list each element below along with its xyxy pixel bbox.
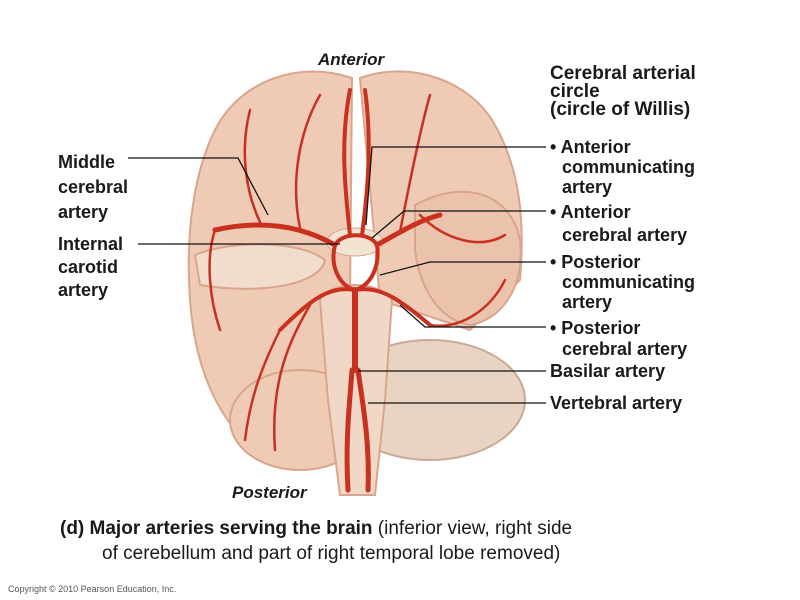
temporal-lobe-cut	[414, 190, 522, 327]
label-line: artery	[562, 292, 613, 312]
label-line: • Anterior	[550, 137, 631, 157]
label-line: cerebral artery	[562, 339, 688, 359]
label-line: cerebral artery	[562, 225, 688, 245]
label-vertebral-artery: Vertebral artery	[550, 393, 683, 413]
caption-bold: (d) Major arteries serving the brain	[60, 518, 373, 539]
caption-text: (inferior view, right side	[372, 518, 573, 539]
posterior-label: Posterior	[232, 483, 307, 502]
label-line: Middle	[58, 152, 115, 172]
middle-cerebral-artery	[212, 212, 443, 248]
label-posterior-cerebral-artery: • Posterior cerebral artery	[550, 318, 687, 360]
label-line: artery	[562, 177, 613, 197]
label-line: • Posterior	[550, 318, 641, 338]
label-line: Internal	[58, 234, 124, 254]
anterior-cerebral-artery	[342, 88, 371, 237]
label-line: artery	[58, 280, 109, 300]
label-posterior-communicating-artery: • Posterior communicating artery	[550, 252, 695, 312]
title-line: (circle of Willis)	[550, 99, 691, 120]
artery-branches	[208, 93, 507, 452]
posterior-cerebral-artery	[278, 287, 432, 332]
label-line: • Posterior	[550, 252, 641, 272]
label-line: cerebral	[58, 177, 129, 197]
left-temporal-cut	[193, 243, 327, 290]
diagram-title: Cerebral arterial circle (circle of Will…	[550, 63, 696, 120]
arteries	[208, 88, 507, 493]
label-line: communicating	[562, 272, 696, 292]
leader-lines	[128, 146, 546, 404]
anterior-label: Anterior	[318, 50, 385, 69]
vertebral-artery-left	[344, 367, 355, 493]
label-basilar-artery: Basilar artery	[550, 361, 666, 381]
label-anterior-cerebral-artery: • Anterior cerebral artery	[550, 201, 687, 247]
vertebral-artery-right	[355, 367, 371, 493]
label-middle-cerebral-artery: Middle cerebral artery	[58, 150, 128, 225]
label-line: artery	[58, 202, 109, 222]
label-anterior-communicating-artery: • Anterior communicating artery	[550, 137, 695, 197]
circle-of-willis	[331, 233, 380, 293]
label-line: communicating	[562, 157, 696, 177]
copyright: Copyright © 2010 Pearson Education, Inc.	[8, 584, 177, 594]
label-internal-carotid-artery: Internal carotid artery	[58, 233, 123, 302]
caption-line-2: of cerebellum and part of right temporal…	[102, 543, 561, 564]
label-line: carotid	[58, 257, 119, 277]
title-line: circle	[550, 81, 600, 102]
figure-caption: (d) Major arteries serving the brain (in…	[60, 516, 572, 566]
label-line: • Anterior	[550, 202, 631, 222]
title-line: Cerebral arterial	[550, 63, 696, 84]
